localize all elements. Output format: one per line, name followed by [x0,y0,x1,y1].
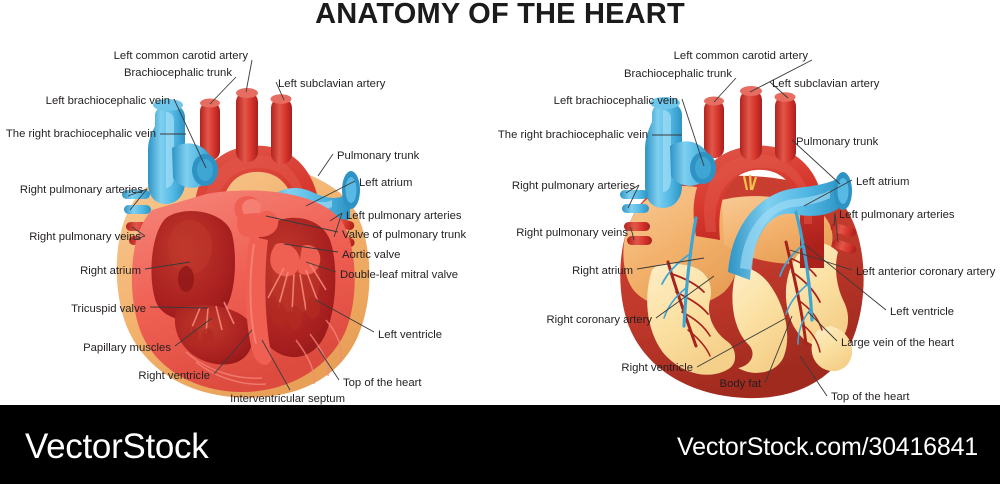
label-left-atrium-2: Left atrium [856,176,910,188]
label-left-atrium: Left atrium [359,177,413,189]
heart-exterior-panel: Left common carotid artery Brachiocephal… [497,0,1000,405]
label-interventricular-septum: Interventricular septum [230,393,345,405]
label-left-common-carotid-artery: Left common carotid artery [113,50,248,62]
label-left-brachiocephalic-vein: Left brachiocephalic vein [45,95,170,107]
label-double-leaf-mitral-valve: Double-leaf mitral valve [340,269,459,281]
label-aortic-valve: Aortic valve [342,249,401,261]
watermark-brand: VectorStock [25,427,209,466]
label-right-pulmonary-arteries: Right pulmonary arteries [19,184,143,196]
watermark-bar: VectorStock VectorStock.com/30416841 [0,405,1000,484]
label-left-pulmonary-arteries-2: Left pulmonary arteries [839,209,955,221]
label-right-atrium-2: Right atrium [572,265,633,277]
label-right-ventricle-2: Right ventricle [621,362,693,374]
label-large-vein-of-the-heart: Large vein of the heart [841,337,955,349]
label-papillary-muscles: Papillary muscles [83,342,171,354]
label-body-fat: Body fat [719,378,761,390]
label-right-pulmonary-arteries-2: Right pulmonary arteries [511,180,635,192]
label-valve-of-pulmonary-trunk: Valve of pulmonary trunk [342,229,467,241]
label-right-brachiocephalic-vein-2: The right brachiocephalic vein [497,129,648,141]
label-pulmonary-trunk: Pulmonary trunk [337,150,420,162]
watermark-url: VectorStock.com/30416841 [677,433,978,461]
label-left-pulmonary-arteries: Left pulmonary arteries [346,210,462,222]
heart-cross-section-panel: Left common carotid artery Brachiocephal… [0,0,500,405]
label-right-brachiocephalic-vein: The right brachiocephalic vein [5,128,156,140]
page-title: ANATOMY OF THE HEART [315,0,685,30]
heart-cross-section-illustration [116,88,370,398]
label-left-subclavian-artery: Left subclavian artery [278,78,386,90]
label-left-brachiocephalic-vein-2: Left brachiocephalic vein [553,95,678,107]
label-right-atrium: Right atrium [80,265,141,277]
label-brachiocephalic-trunk-2: Brachiocephalic trunk [623,68,732,80]
label-left-subclavian-artery-2: Left subclavian artery [772,78,880,90]
label-pulmonary-trunk-2: Pulmonary trunk [796,136,879,148]
label-tricuspid-valve: Tricuspid valve [71,303,146,315]
label-brachiocephalic-trunk: Brachiocephalic trunk [123,67,232,79]
label-left-anterior-coronary-artery: Left anterior coronary artery [856,266,996,278]
label-right-pulmonary-veins: Right pulmonary veins [29,231,141,243]
label-top-of-the-heart: Top of the heart [343,377,422,389]
label-right-pulmonary-veins-2: Right pulmonary veins [516,227,628,239]
label-right-coronary-artery: Right coronary artery [546,314,652,326]
label-left-ventricle: Left ventricle [378,329,443,341]
label-left-common-carotid-artery-2: Left common carotid artery [673,50,808,62]
label-left-ventricle-2: Left ventricle [890,306,955,318]
label-right-ventricle: Right ventricle [138,370,210,382]
label-top-of-the-heart-2: Top of the heart [831,391,910,403]
